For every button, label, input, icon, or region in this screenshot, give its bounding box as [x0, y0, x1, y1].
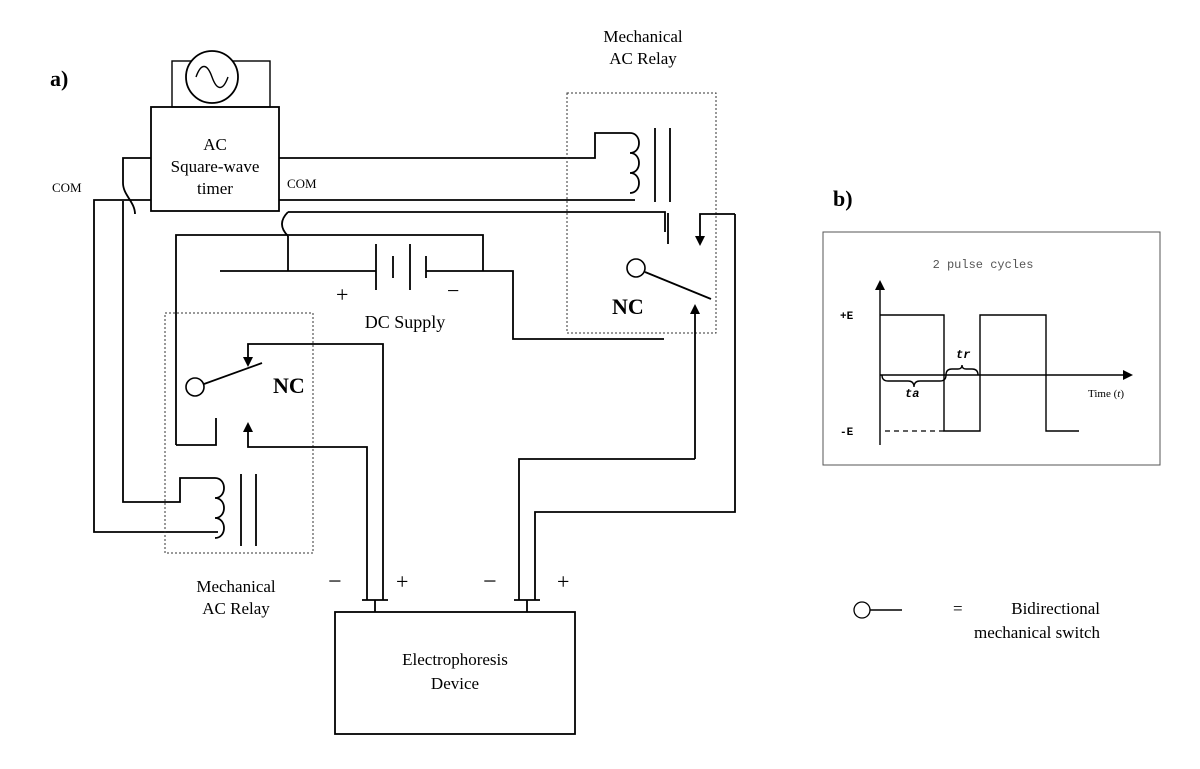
panel-a-label: a): [50, 66, 68, 91]
com-label-right: COM: [287, 176, 317, 191]
waveform-title: 2 pulse cycles: [933, 258, 1034, 272]
time-axis-label: Time (t): [1088, 388, 1124, 400]
switch-legend: = Bidirectional mechanical switch: [853, 599, 1101, 642]
com-label-left: COM: [52, 180, 82, 195]
terminal-minus-right: −: [483, 569, 497, 595]
dc-minus-label: −: [447, 278, 459, 303]
bottom-mechanical-relay: [164, 312, 384, 600]
dc-plus-label: +: [336, 282, 348, 307]
bottom-relay-label-1: Mechanical: [196, 577, 276, 596]
legend-text-1: Bidirectional: [1011, 599, 1100, 618]
top-relay-label-1: Mechanical: [603, 27, 683, 46]
top-mechanical-relay: [566, 92, 735, 459]
timer-to-bottom-relay-wires: [93, 157, 218, 533]
panel-b-label: b): [833, 186, 853, 211]
timer-label-1: AC: [203, 135, 227, 154]
ac-square-wave-timer: AC Square-wave timer: [150, 106, 280, 212]
nc-label-bottom: NC: [273, 373, 305, 398]
bottom-relay-label-2: AC Relay: [202, 599, 270, 618]
dc-supply-label: DC Supply: [365, 312, 446, 332]
nc-label-top: NC: [612, 294, 644, 319]
timer-to-top-relay-wires: [279, 132, 635, 201]
timer-label-2: Square-wave: [171, 157, 260, 176]
tr-label: tr: [956, 348, 970, 362]
dc-supply-battery-icon: [175, 211, 666, 445]
minus-e-label: -E: [840, 427, 854, 439]
device-right-wires: [518, 214, 736, 600]
pulse-waveform-panel: 2 pulse cycles +E -E ta tr Time (t): [822, 231, 1161, 466]
top-relay-label-2: AC Relay: [609, 49, 677, 68]
ta-label: ta: [905, 387, 919, 401]
device-terminals: [362, 599, 540, 612]
device-label-1: Electrophoresis: [402, 650, 508, 669]
terminal-minus-left: −: [328, 569, 342, 595]
terminal-plus-right: +: [557, 569, 569, 594]
timer-label-3: timer: [197, 179, 233, 198]
terminal-plus-left: +: [396, 569, 408, 594]
plus-e-label: +E: [840, 311, 854, 323]
legend-text-2: mechanical switch: [974, 623, 1101, 642]
ac-source-icon: [171, 50, 271, 108]
legend-equals: =: [953, 599, 963, 618]
electrophoresis-device: Electrophoresis Device: [334, 611, 576, 735]
device-label-2: Device: [431, 674, 479, 693]
